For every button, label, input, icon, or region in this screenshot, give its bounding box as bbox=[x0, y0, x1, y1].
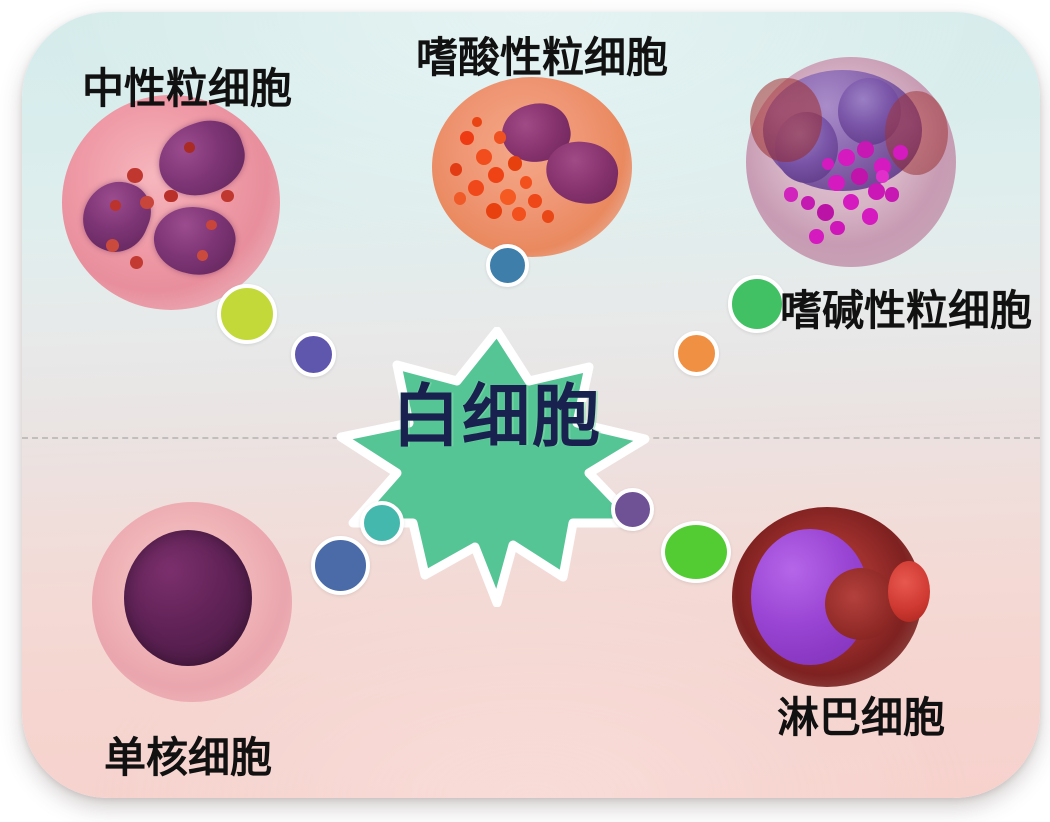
dot-violet[interactable] bbox=[291, 332, 336, 377]
label-eosinophil: 嗜酸性粒细胞 bbox=[416, 36, 669, 82]
diagram-card: 白细胞 中性粒细胞 嗜酸性粒细胞 嗜碱性粒细胞 单核细胞 淋巴细胞 bbox=[22, 12, 1040, 798]
label-basophil: 嗜碱性粒细胞 bbox=[780, 289, 1033, 335]
eosinophil-image bbox=[432, 77, 632, 257]
page-title: 白细胞 bbox=[391, 379, 602, 455]
dot-teal[interactable] bbox=[360, 501, 404, 545]
white-blood-cell-burst bbox=[327, 327, 667, 607]
monocyte-image bbox=[92, 502, 292, 702]
dot-steel-blue[interactable] bbox=[486, 244, 529, 287]
neutrophil-image bbox=[62, 95, 280, 310]
label-neutrophil: 中性粒细胞 bbox=[82, 67, 293, 113]
dot-green[interactable] bbox=[728, 275, 786, 333]
lymphocyte-image bbox=[732, 507, 930, 687]
label-monocyte: 单核细胞 bbox=[104, 736, 273, 782]
dot-navy-blue[interactable] bbox=[311, 536, 370, 595]
dot-purple[interactable] bbox=[611, 488, 654, 531]
dot-yellow-green[interactable] bbox=[217, 284, 277, 344]
dot-orange[interactable] bbox=[674, 331, 719, 376]
basophil-image bbox=[746, 57, 956, 267]
label-lymphocyte: 淋巴细胞 bbox=[777, 696, 946, 742]
dot-bright-green[interactable] bbox=[661, 521, 731, 583]
burst-shape-icon bbox=[336, 327, 650, 607]
